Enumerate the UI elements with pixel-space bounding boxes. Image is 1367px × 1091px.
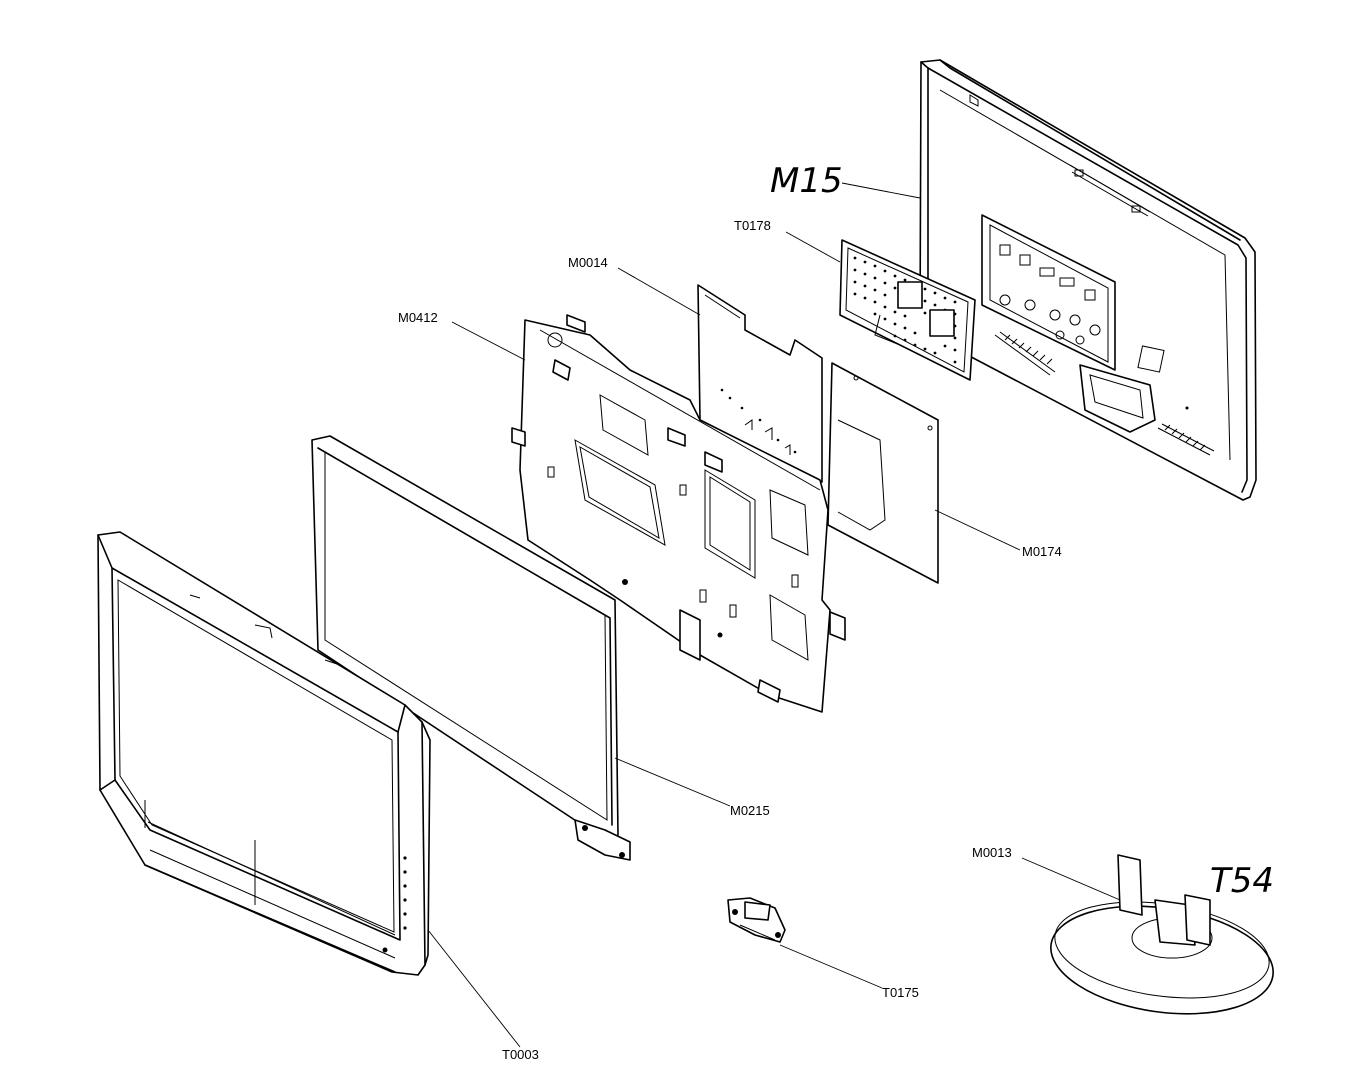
stand-base-part (1050, 854, 1274, 1015)
label-m0215: M0215 (730, 803, 770, 818)
lcd-panel-part (311, 435, 631, 861)
label-m0014: M0014 (568, 255, 608, 270)
label-m0013: M0013 (972, 845, 1012, 860)
label-m15: M15 (770, 161, 843, 201)
label-t0175: T0175 (882, 985, 919, 1000)
label-t0003: T0003 (502, 1047, 539, 1062)
label-m0174: M0174 (1022, 544, 1062, 559)
hinge-bracket-part (727, 897, 786, 943)
shield-plate-part (697, 284, 823, 483)
rear-plate-part (827, 362, 939, 584)
perforated-board-part (839, 239, 976, 381)
front-bezel-part (97, 531, 431, 976)
leader-lines (427, 182, 1121, 1048)
label-m0412: M0412 (398, 310, 438, 325)
chassis-frame-part (511, 314, 846, 713)
label-t0178: T0178 (734, 218, 771, 233)
rear-cover-part (919, 59, 1257, 501)
label-t54: T54 (1210, 861, 1274, 901)
